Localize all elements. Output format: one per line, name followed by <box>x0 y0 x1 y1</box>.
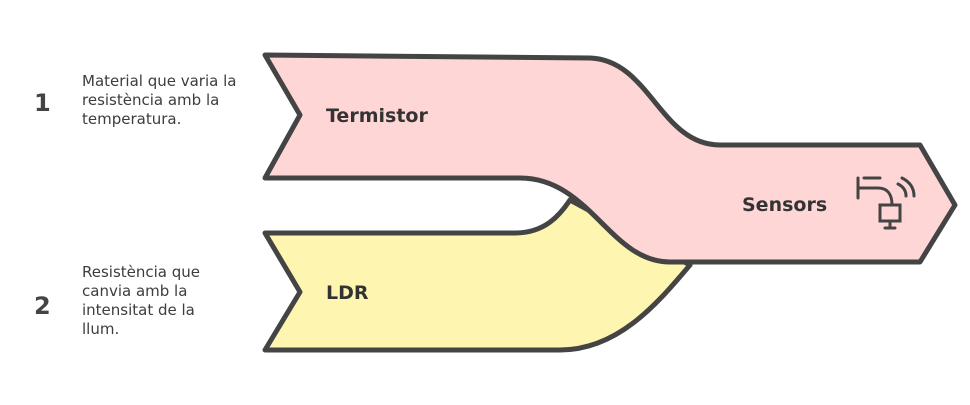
item-number-1: 1 <box>34 89 51 117</box>
target-label-sensors: Sensors <box>742 194 828 216</box>
sensor-faucet-icon <box>856 176 916 230</box>
item-label-ldr: LDR <box>326 282 369 304</box>
item-description-2: Resistència que canvia amb la intensitat… <box>82 263 201 338</box>
termistor-band <box>262 52 958 265</box>
item-number-2: 2 <box>34 292 51 320</box>
item-description-1: Material que varia la resistència amb la… <box>82 72 237 128</box>
item-label-termistor: Termistor <box>326 105 428 127</box>
ldr-band <box>262 197 693 353</box>
